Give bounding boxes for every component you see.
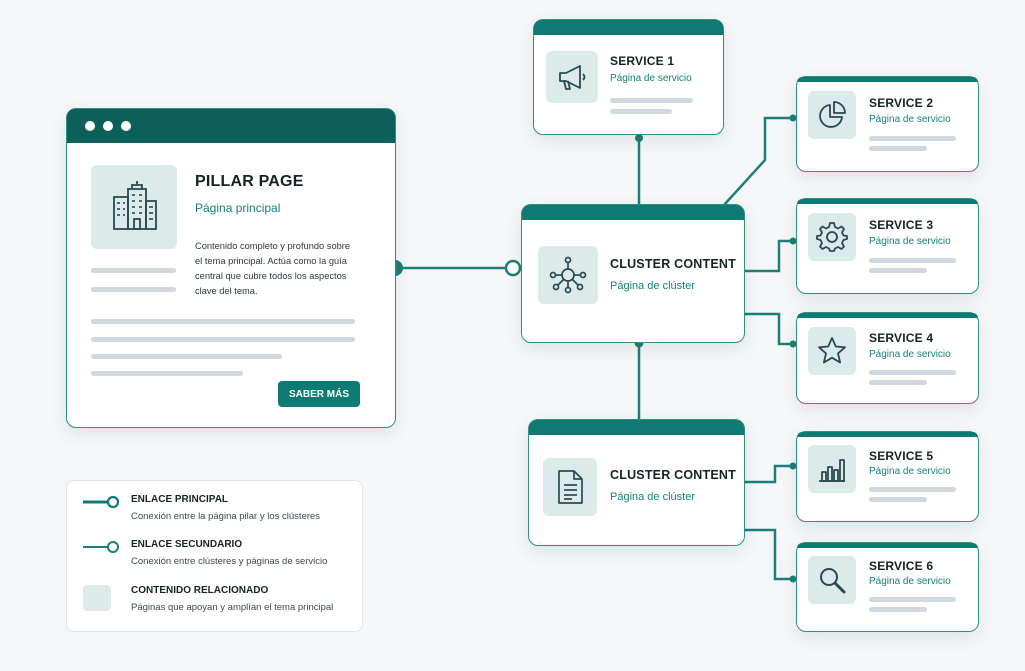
service-subtitle: Página de servicio — [869, 466, 951, 477]
service-card-3[interactable]: SERVICE 3 Página de servicio — [796, 198, 979, 294]
placeholder-line — [869, 597, 956, 602]
service-subtitle: Página de servicio — [610, 73, 692, 84]
placeholder-line — [91, 319, 355, 324]
gear-icon — [808, 213, 856, 261]
card-topbar — [797, 77, 978, 82]
bar-chart-icon — [808, 445, 856, 493]
legend-desc: Páginas que apoyan y amplían el tema pri… — [131, 602, 334, 613]
placeholder-line — [91, 354, 282, 359]
legend-title: ENLACE SECUNDARIO — [131, 539, 243, 550]
window-dot — [103, 121, 113, 131]
card-topbar — [797, 543, 978, 548]
card-topbar — [797, 199, 978, 204]
cluster-subtitle: Página de clúster — [610, 491, 695, 503]
service-card-5[interactable]: SERVICE 5 Página de servicio — [796, 431, 979, 522]
service-title: SERVICE 2 — [869, 96, 934, 110]
service-title: SERVICE 1 — [610, 54, 675, 68]
building-icon — [91, 165, 177, 249]
pillar-subtitle: Página principal — [195, 201, 281, 215]
placeholder-line — [91, 371, 243, 376]
learn-more-button[interactable]: SABER MÁS — [278, 381, 360, 407]
cluster-card-1[interactable]: CLUSTER CONTENT Página de clúster — [521, 204, 745, 343]
legend-title: CONTENIDO RELACIONADO — [131, 585, 269, 596]
cluster-title: CLUSTER CONTENT — [610, 468, 736, 482]
network-icon — [538, 246, 598, 304]
cluster-title: CLUSTER CONTENT — [610, 257, 736, 271]
service-subtitle: Página de servicio — [869, 236, 951, 247]
service-card-2[interactable]: SERVICE 2 Página de servicio — [796, 76, 979, 172]
card-topbar — [534, 20, 723, 35]
card-topbar — [522, 205, 744, 220]
card-topbar — [797, 432, 978, 437]
description-line: clave del tema. — [195, 286, 258, 296]
cluster-subtitle: Página de clúster — [610, 280, 695, 292]
placeholder-line — [869, 258, 956, 263]
placeholder-line — [610, 109, 672, 114]
service-subtitle: Página de servicio — [869, 349, 951, 360]
service-card-4[interactable]: SERVICE 4 Página de servicio — [796, 312, 979, 404]
service-card-1[interactable]: SERVICE 1 Página de servicio — [533, 19, 724, 135]
browser-bar — [67, 109, 395, 143]
related-content-swatch — [83, 585, 111, 611]
window-dot — [85, 121, 95, 131]
primary-link-swatch — [83, 495, 120, 509]
pillar-description: Contenido completo y profundo sobre el t… — [195, 239, 350, 299]
window-dot — [121, 121, 131, 131]
placeholder-line — [869, 136, 956, 141]
legend-desc: Conexión entre la página pilar y los clú… — [131, 511, 321, 522]
placeholder-line — [610, 98, 693, 103]
description-line: Contenido completo y profundo sobre — [195, 241, 351, 251]
card-topbar — [797, 313, 978, 318]
placeholder-line — [869, 497, 927, 502]
secondary-link-swatch — [83, 541, 119, 553]
cluster-card-2[interactable]: CLUSTER CONTENT Página de clúster — [528, 419, 745, 546]
service-title: SERVICE 4 — [869, 331, 934, 345]
placeholder-line — [869, 607, 927, 612]
magnifier-icon — [808, 556, 856, 604]
star-icon — [808, 327, 856, 375]
legend: ENLACE PRINCIPAL Conexión entre la págin… — [66, 480, 363, 632]
placeholder-line — [869, 370, 956, 375]
legend-desc: Conexión entre clústeres y páginas de se… — [131, 556, 328, 567]
megaphone-icon — [546, 51, 598, 103]
service-title: SERVICE 5 — [869, 449, 934, 463]
pillar-page-card: PILLAR PAGE Página principal Contenido c… — [66, 108, 396, 428]
placeholder-line — [869, 487, 956, 492]
service-title: SERVICE 3 — [869, 218, 934, 232]
legend-title: ENLACE PRINCIPAL — [131, 494, 229, 505]
card-topbar — [529, 420, 744, 435]
service-subtitle: Página de servicio — [869, 576, 951, 587]
placeholder-line — [869, 268, 927, 273]
pie-chart-icon — [808, 91, 856, 139]
placeholder-line — [869, 146, 927, 151]
placeholder-line — [91, 268, 176, 273]
description-line: el tema principal. Actúa como la guía — [195, 256, 347, 266]
pillar-title: PILLAR PAGE — [195, 173, 304, 190]
service-title: SERVICE 6 — [869, 559, 934, 573]
description-line: central que cubre todos los aspectos — [195, 271, 347, 281]
document-icon — [543, 458, 597, 516]
placeholder-line — [869, 380, 927, 385]
service-card-6[interactable]: SERVICE 6 Página de servicio — [796, 542, 979, 632]
service-subtitle: Página de servicio — [869, 114, 951, 125]
placeholder-line — [91, 337, 355, 342]
placeholder-line — [91, 287, 176, 292]
